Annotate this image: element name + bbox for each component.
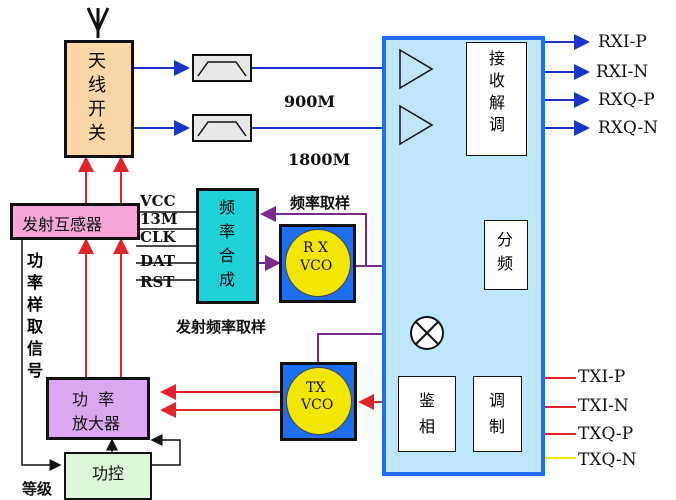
phase-detector-label: 鉴相 (418, 391, 435, 436)
power-amp-line2: 放大器 (72, 414, 121, 433)
power-control-label: 功控 (92, 464, 125, 483)
freq-sample-label: 频率取样 (290, 194, 351, 212)
band-label-1800m: 1800M (288, 150, 351, 169)
filter-1800m-icon (192, 114, 252, 142)
power-sample-label: 功率样取信号 (26, 251, 43, 380)
tx-freq-sample-label: 发射频率取样 (176, 318, 267, 336)
tx-coupler-label: 发射互感器 (22, 215, 103, 234)
rx-output-q-p: RXQ-P (598, 90, 655, 110)
band-label-900m: 900M (284, 92, 336, 111)
demodulator-label: 接收解调 (488, 49, 505, 134)
tx-input-q-p: TXQ-P (578, 424, 634, 444)
power-amp-line1: 功 率 (72, 390, 115, 409)
pin-rst: RST (140, 273, 175, 291)
rx-output-i-p: RXI-P (598, 32, 647, 52)
filter-900m-icon (192, 54, 252, 82)
rx-vco-line2: VCO (300, 258, 333, 274)
rx-output-q-n: RXQ-N (598, 118, 659, 138)
lna-1800m-icon (399, 104, 434, 146)
modulator-label: 调制 (488, 391, 505, 436)
pin-vcc: VCC (140, 192, 176, 210)
tx-input-i-n: TXI-N (578, 396, 629, 416)
tx-vco-circle (286, 367, 352, 435)
rx-output-i-n: RXI-N (596, 62, 649, 82)
rx-vco-circle (285, 229, 351, 297)
power-control-box (64, 452, 152, 500)
phase-detector-box (398, 376, 456, 452)
tx-vco-line1: TX (306, 380, 326, 396)
divider-box (484, 220, 528, 290)
divider-label: 分频 (496, 230, 513, 273)
modulator-box (473, 376, 522, 452)
antenna-switch-box (64, 40, 134, 158)
lna-900m-icon (399, 48, 434, 90)
synthesizer-label: 频率合成 (218, 198, 235, 289)
tx-input-i-p: TXI-P (578, 367, 626, 387)
rx-vco-line1: R X (303, 240, 328, 256)
synthesizer-box (196, 188, 259, 304)
level-label: 等级 (22, 480, 53, 498)
antenna-icon (86, 7, 110, 38)
antenna-switch-label: 天线开关 (88, 51, 106, 144)
mixer-icon (410, 316, 444, 350)
tx-vco-line2: VCO (301, 397, 334, 413)
power-amp-box (46, 377, 150, 440)
tx-coupler-box (10, 203, 140, 240)
pin-dat: DAT (140, 252, 175, 270)
demodulator-box (466, 42, 527, 156)
pin-clk: CLK (140, 228, 176, 246)
pin-13m: 13M (140, 210, 178, 228)
tx-input-q-n: TXQ-N (578, 450, 637, 470)
